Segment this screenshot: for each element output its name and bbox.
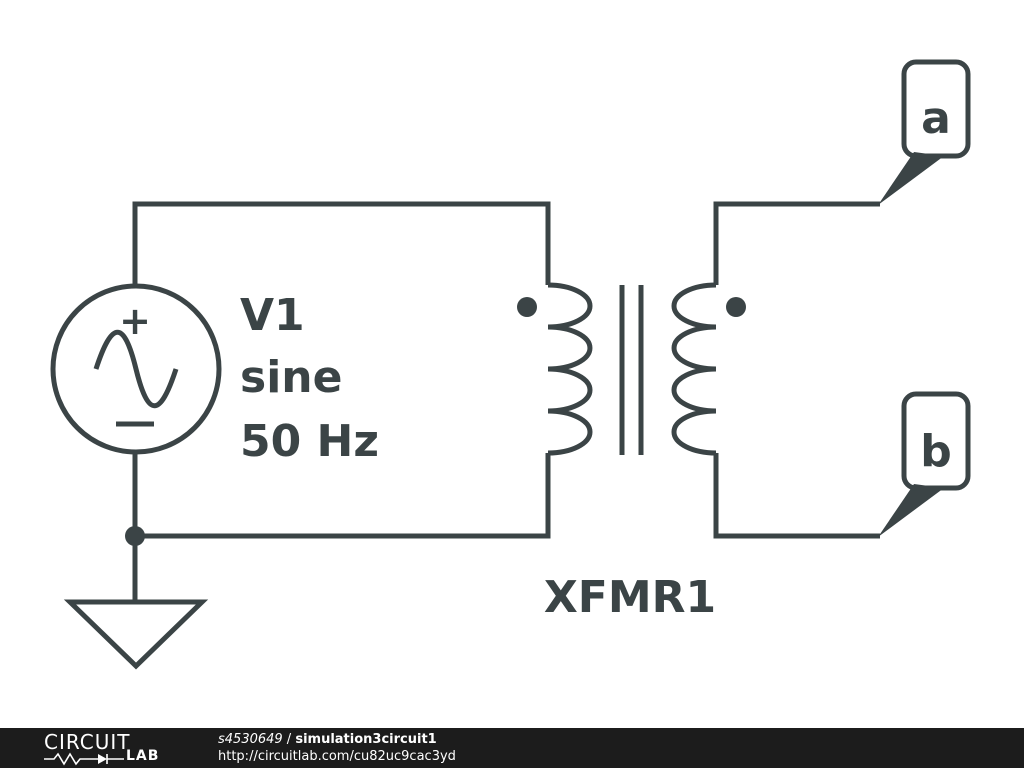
terminal-b-label: b — [920, 426, 952, 477]
terminal-a[interactable]: a — [878, 59, 971, 205]
logo-lab-text: LAB — [126, 748, 160, 764]
path-separator: / — [282, 732, 296, 747]
logo-circuit-text: CIRCUIT — [44, 730, 131, 754]
wire-bottom-secondary[interactable] — [713, 453, 880, 539]
source-plus-sign: + — [119, 299, 151, 343]
source-name-label: V1 — [240, 290, 305, 341]
terminal-b-pointer — [878, 484, 944, 537]
schematic-canvas: + V1 sine 50 Hz XFMR1 a b — [50, 59, 971, 670]
terminal-a-pointer — [878, 152, 944, 205]
secondary-dot — [726, 297, 746, 317]
circuit-title[interactable]: simulation3circuit1 — [295, 732, 437, 747]
transformer-xfmr1[interactable] — [517, 282, 746, 456]
junction-dot — [125, 526, 145, 546]
primary-coil — [547, 282, 593, 456]
voltage-source-v1[interactable]: + — [50, 283, 222, 455]
transformer-name-label: XFMR1 — [544, 572, 716, 623]
author-username[interactable]: s4530649 — [218, 732, 283, 747]
logo-resistor-diode-icon — [44, 752, 124, 766]
secondary-coil — [671, 282, 717, 456]
source-circle — [50, 283, 222, 455]
terminal-b[interactable]: b — [878, 391, 971, 537]
circuit-meta: s4530649 / simulation3circuit1 http://ci… — [218, 731, 456, 765]
wire-bottom-primary[interactable] — [132, 453, 551, 539]
source-frequency-label: 50 Hz — [240, 416, 379, 467]
circuit-url[interactable]: http://circuitlab.com/cu82uc9cac3yd — [218, 749, 456, 764]
primary-dot — [517, 297, 537, 317]
sine-wave-icon — [93, 330, 179, 408]
terminal-a-box — [901, 59, 971, 159]
source-type-label: sine — [240, 352, 342, 403]
wire-top-primary[interactable] — [132, 201, 551, 285]
ground-symbol[interactable] — [63, 599, 209, 670]
footer-bar: CIRCUIT LAB s4530649 / simulation3circui… — [0, 728, 1024, 768]
terminal-b-box — [901, 391, 971, 491]
wire-top-secondary[interactable] — [713, 201, 880, 285]
terminal-a-label: a — [921, 93, 951, 144]
circuitlab-logo[interactable]: CIRCUIT LAB — [44, 730, 174, 766]
